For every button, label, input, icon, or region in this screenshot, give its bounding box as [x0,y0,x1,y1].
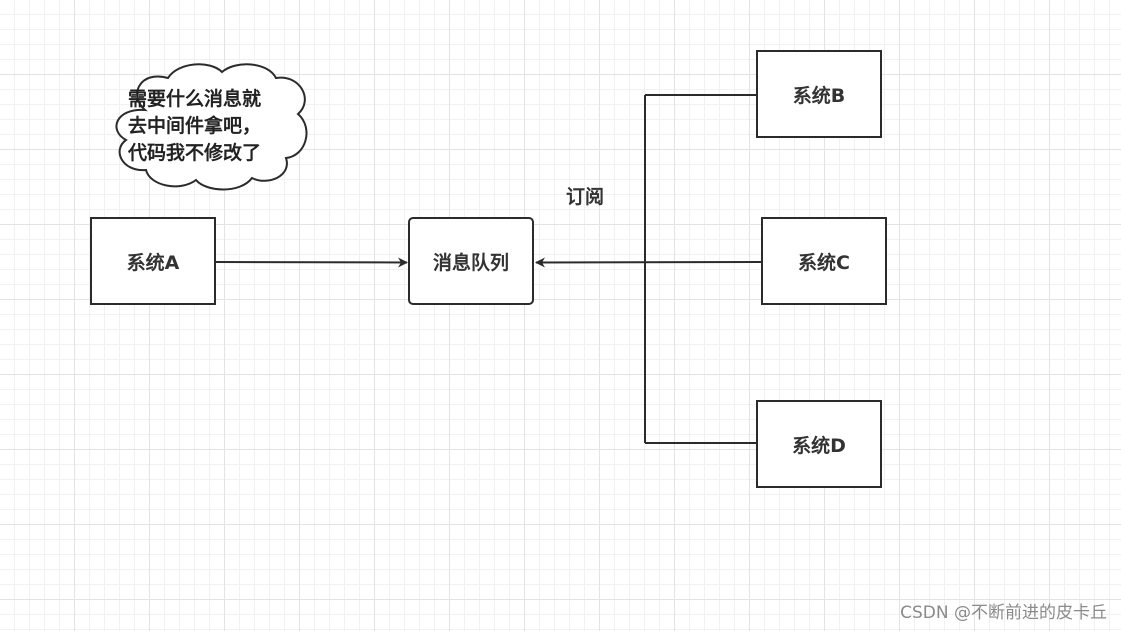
node-message-queue-label: 消息队列 [432,251,509,274]
node-system-b[interactable]: 系统B [756,50,882,138]
edge-label-subscribe: 订阅 [566,186,605,208]
node-system-d[interactable]: 系统D [756,400,882,488]
cloud-shape [115,63,308,191]
arrow-system-c-to-queue [535,257,762,268]
node-system-b-label: 系统B [792,84,846,107]
cloud-note-line-3: 代码我不修改了 [128,142,262,164]
node-system-c[interactable]: 系统C [761,217,887,305]
node-system-c-label: 系统C [798,251,850,274]
node-system-d-label: 系统D [792,434,846,457]
watermark: CSDN @不断前进的皮卡丘 [900,603,1107,623]
cloud-note: 需要什么消息就 去中间件拿吧， 代码我不修改了 [128,86,300,167]
arrow-system-a-to-queue [215,257,408,268]
cloud-note-line-2: 去中间件拿吧， [128,115,262,137]
cloud-note-line-1: 需要什么消息就 [128,88,262,110]
node-system-a-label: 系统A [126,251,180,274]
node-message-queue[interactable]: 消息队列 [408,217,534,305]
node-system-a[interactable]: 系统A [90,217,216,305]
